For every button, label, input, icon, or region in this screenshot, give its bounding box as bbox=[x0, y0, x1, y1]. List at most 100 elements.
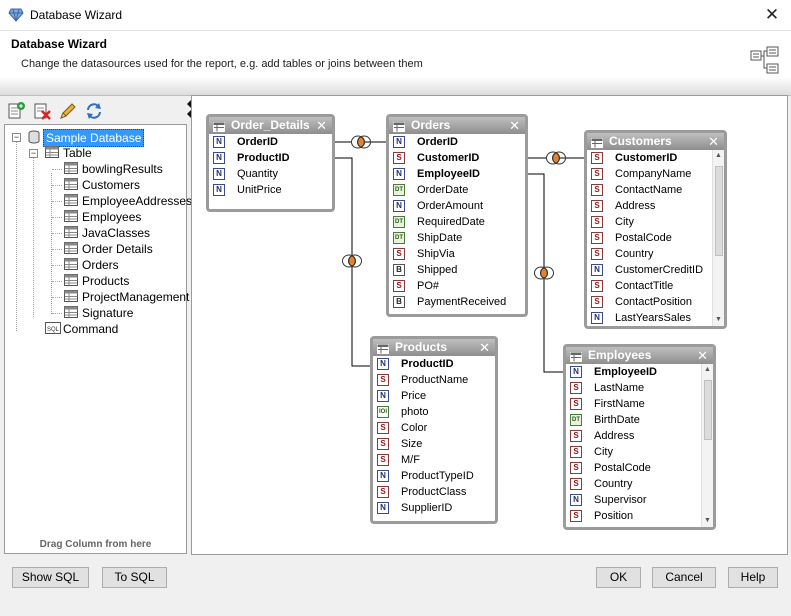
join-icon[interactable] bbox=[341, 254, 363, 268]
table-icon bbox=[64, 242, 78, 258]
close-table-icon[interactable]: ✕ bbox=[509, 118, 520, 133]
scroll-thumb[interactable] bbox=[704, 380, 712, 440]
table-header[interactable]: Orders ✕ bbox=[389, 117, 525, 134]
add-datasource-icon[interactable] bbox=[6, 101, 26, 121]
field-type-n-icon: N bbox=[377, 502, 389, 514]
ok-button[interactable]: OK bbox=[596, 567, 641, 588]
scroll-up-icon[interactable]: ▲ bbox=[704, 366, 711, 373]
join-icon[interactable] bbox=[545, 151, 567, 165]
to-sql-button[interactable]: To SQL bbox=[102, 567, 167, 588]
remove-datasource-icon[interactable] bbox=[32, 101, 52, 121]
field-type-s-icon: S bbox=[591, 200, 603, 212]
help-button[interactable]: Help bbox=[728, 567, 778, 588]
table-scrollbar[interactable]: ▲ ▼ bbox=[701, 364, 713, 527]
close-window-button[interactable]: ✕ bbox=[764, 5, 780, 24]
table-header[interactable]: Order_Details ✕ bbox=[209, 117, 332, 134]
tree-item-label: Employees bbox=[82, 210, 142, 224]
field-name: OrderID bbox=[237, 136, 278, 148]
field-name: Color bbox=[401, 422, 428, 434]
edit-pencil-icon[interactable] bbox=[58, 101, 78, 121]
scroll-up-icon[interactable]: ▲ bbox=[715, 152, 722, 159]
collapse-panel-arrow-icon[interactable] bbox=[186, 99, 192, 119]
collapse-root-toggle[interactable]: − bbox=[12, 132, 21, 142]
field-type-dt-icon: DT bbox=[393, 232, 405, 244]
close-table-icon[interactable]: ✕ bbox=[708, 134, 719, 149]
scroll-thumb[interactable] bbox=[715, 166, 723, 256]
close-table-icon[interactable]: ✕ bbox=[316, 118, 327, 133]
table-scrollbar[interactable]: ▲ ▼ bbox=[712, 150, 724, 326]
table-header[interactable]: Employees ✕ bbox=[566, 347, 713, 364]
scroll-down-icon[interactable]: ▼ bbox=[715, 316, 722, 323]
show-sql-button[interactable]: Show SQL bbox=[12, 567, 89, 588]
close-table-icon[interactable]: ✕ bbox=[479, 340, 490, 355]
join-icon[interactable] bbox=[533, 266, 555, 280]
table-name: Employees bbox=[588, 348, 652, 362]
table-header[interactable]: Products ✕ bbox=[373, 339, 495, 356]
refresh-icon[interactable] bbox=[84, 101, 104, 121]
join-icon[interactable] bbox=[350, 135, 372, 149]
table-header[interactable]: Customers ✕ bbox=[587, 133, 724, 150]
cancel-button[interactable]: Cancel bbox=[652, 567, 716, 588]
field-name: UnitPrice bbox=[237, 184, 282, 196]
scroll-down-icon[interactable]: ▼ bbox=[704, 517, 711, 524]
field-name: FirstName bbox=[594, 398, 645, 410]
close-table-icon[interactable]: ✕ bbox=[697, 348, 708, 363]
svg-text:SQL: SQL bbox=[47, 327, 60, 333]
field-name: ProductID bbox=[237, 152, 290, 164]
collapse-table-toggle[interactable]: − bbox=[29, 148, 38, 158]
table-icon bbox=[393, 120, 405, 137]
